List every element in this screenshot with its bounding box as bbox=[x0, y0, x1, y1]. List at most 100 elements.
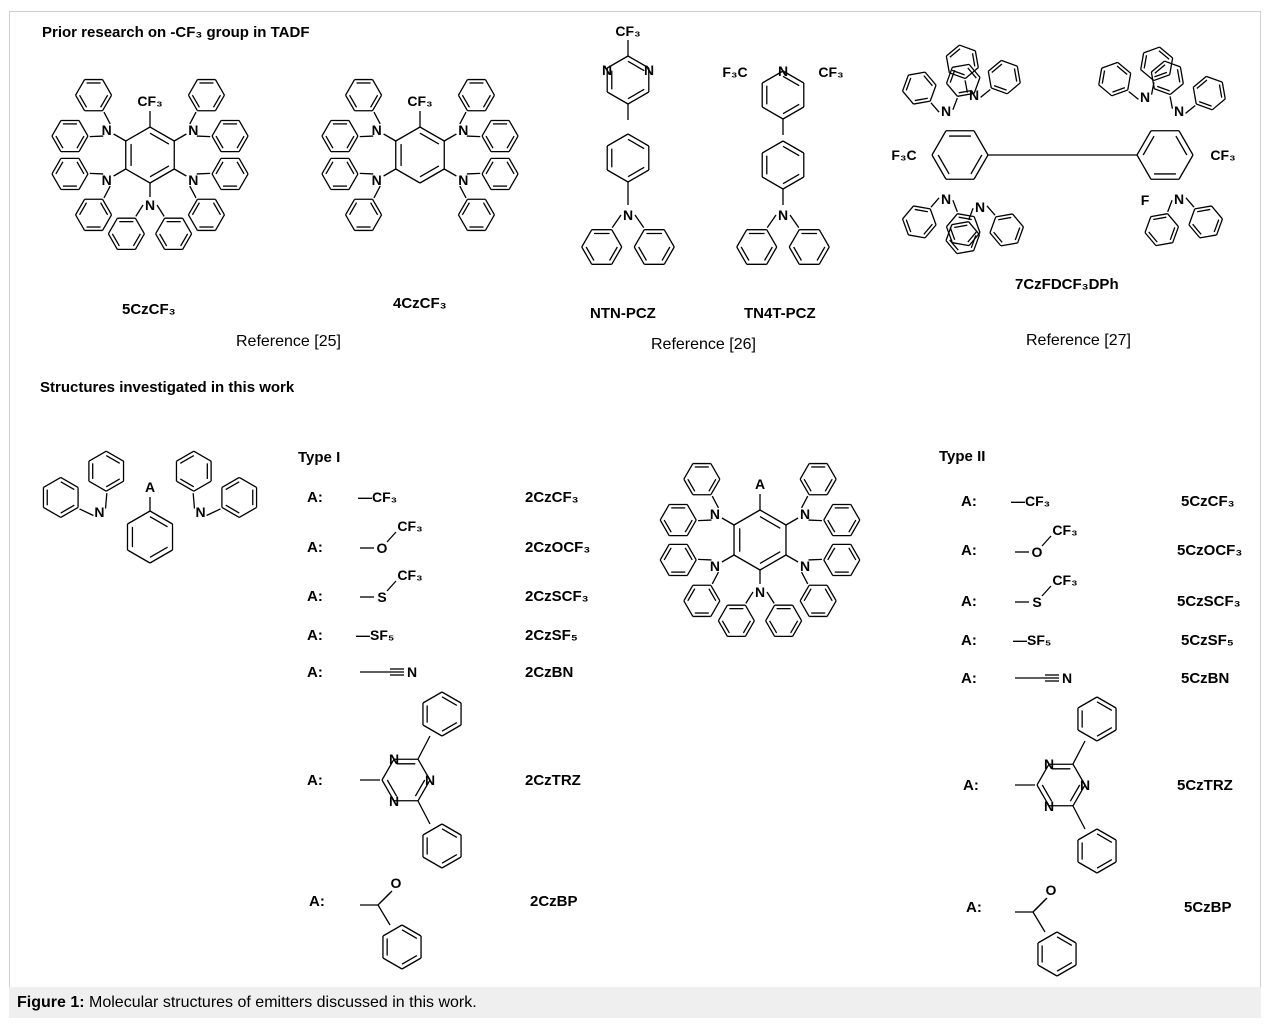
type-1-name-bn: 2CzBN bbox=[525, 664, 573, 681]
bond-line bbox=[799, 584, 810, 602]
bond-line bbox=[1101, 70, 1106, 84]
bond-line bbox=[105, 454, 121, 464]
bond-line bbox=[914, 208, 928, 213]
bond-line bbox=[43, 506, 62, 518]
bond-line bbox=[998, 216, 1012, 221]
bond-line bbox=[1188, 224, 1201, 239]
bond-line bbox=[1154, 64, 1166, 74]
bond-line bbox=[627, 169, 650, 183]
bond-line bbox=[1072, 763, 1086, 786]
bond-line bbox=[913, 100, 931, 105]
bond-line bbox=[1192, 75, 1207, 88]
bond-line bbox=[659, 559, 670, 576]
type-2-prefix: A: bbox=[961, 542, 977, 559]
bond-line bbox=[482, 94, 492, 108]
bond-line bbox=[345, 94, 356, 112]
bond-line bbox=[214, 198, 225, 216]
bond-line bbox=[782, 173, 800, 185]
bond-line bbox=[149, 168, 175, 184]
bond-line bbox=[441, 691, 462, 704]
bond-line bbox=[1127, 73, 1132, 91]
bond-line bbox=[945, 226, 953, 243]
bond-line bbox=[827, 519, 836, 533]
bond-line bbox=[179, 454, 195, 464]
type-1-prefix: A: bbox=[307, 539, 323, 556]
bond-line bbox=[238, 120, 249, 137]
bond-line bbox=[1077, 696, 1098, 709]
bond-line bbox=[345, 79, 356, 96]
bond-line bbox=[905, 219, 912, 233]
bond-line bbox=[182, 233, 193, 250]
type-1-name-sf5: 2CzSF₅ bbox=[525, 627, 578, 644]
bond-line bbox=[683, 478, 694, 496]
bond-line bbox=[348, 94, 358, 108]
bond-line bbox=[782, 140, 805, 154]
bond-line bbox=[238, 158, 249, 175]
bond-line bbox=[930, 102, 940, 113]
compound-label-5czcf3: 5CzCF₃ bbox=[122, 301, 176, 318]
bond-line bbox=[372, 94, 383, 112]
bond-line bbox=[225, 481, 240, 491]
bond-line bbox=[386, 580, 397, 592]
bond-line bbox=[1169, 96, 1174, 109]
bond-line bbox=[1185, 197, 1195, 208]
bond-line bbox=[78, 202, 88, 216]
bond-line bbox=[481, 158, 492, 175]
bond-line bbox=[744, 620, 755, 637]
bond-line bbox=[441, 722, 458, 732]
bond-line bbox=[60, 476, 79, 488]
bond-line bbox=[1143, 46, 1160, 54]
atom-f: F bbox=[1141, 192, 1150, 208]
bond-line bbox=[417, 758, 431, 781]
bond-line bbox=[457, 79, 468, 96]
bond-line bbox=[1096, 729, 1117, 742]
bond-line bbox=[799, 600, 810, 617]
type-1-prefix: A: bbox=[309, 893, 325, 910]
bond-line bbox=[823, 559, 834, 576]
bond-line bbox=[370, 202, 379, 216]
bond-line bbox=[1136, 130, 1152, 156]
bond-line bbox=[485, 135, 494, 149]
bond-line bbox=[954, 224, 968, 229]
bond-line bbox=[989, 216, 997, 234]
bond-line bbox=[508, 173, 519, 190]
bond-line bbox=[945, 44, 960, 57]
bond-line bbox=[1196, 103, 1213, 111]
bond-line bbox=[686, 519, 697, 536]
bond-line bbox=[89, 172, 104, 175]
bond-line bbox=[422, 724, 443, 737]
bond-line bbox=[823, 504, 834, 521]
type-1-prefix: A: bbox=[307, 664, 323, 681]
bond-line bbox=[902, 205, 914, 220]
bond-line bbox=[663, 547, 672, 561]
bond-line bbox=[827, 547, 836, 561]
bond-line bbox=[964, 80, 969, 93]
bond-line bbox=[149, 549, 173, 564]
bond-line bbox=[1041, 535, 1052, 547]
atom-f3c: F₃C bbox=[891, 147, 916, 163]
bond-line bbox=[111, 233, 120, 247]
bond-line bbox=[633, 229, 645, 248]
bond-line bbox=[1154, 71, 1168, 78]
bond-line bbox=[788, 229, 800, 248]
atom-label: N bbox=[102, 122, 112, 138]
bond-line bbox=[1111, 89, 1128, 97]
atom-o: O bbox=[377, 540, 388, 556]
bond-line bbox=[211, 120, 222, 137]
bond-line bbox=[908, 234, 926, 239]
bond-line bbox=[221, 476, 240, 488]
bond-line bbox=[769, 620, 778, 634]
bond-line bbox=[1117, 61, 1132, 74]
bond-line bbox=[1158, 50, 1170, 60]
bond-line bbox=[1036, 763, 1050, 786]
type-2-name-cf3: 5CzCF₃ bbox=[1181, 493, 1235, 510]
bond-line bbox=[76, 135, 85, 149]
atom-label: N bbox=[188, 122, 198, 138]
bond-line bbox=[51, 135, 62, 152]
bond-line bbox=[43, 476, 62, 488]
bond-line bbox=[149, 510, 173, 525]
bond-line bbox=[1072, 784, 1086, 807]
bond-line bbox=[176, 450, 195, 462]
bond-line bbox=[1001, 59, 1018, 67]
bond-line bbox=[987, 71, 992, 89]
